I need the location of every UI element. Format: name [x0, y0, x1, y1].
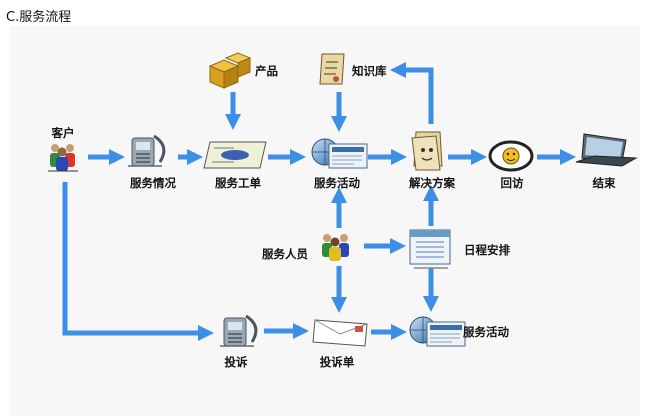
node-label-service-info: 服务情况: [130, 176, 176, 190]
boxes-icon: [208, 52, 252, 89]
node-label-complaint: 投诉: [224, 355, 248, 369]
arrow-customer-to-complaint: [62, 182, 215, 341]
envelope-icon: [312, 319, 368, 347]
laptop-icon: [575, 133, 638, 167]
node-label-knowledge-base: 知识库: [352, 64, 387, 78]
people-icon: [322, 234, 349, 261]
node-label-solution: 解决方案: [409, 176, 455, 190]
document-icon: [203, 141, 267, 169]
node-label-service-activity: 服务活动: [314, 176, 360, 190]
globe-doc-icon: [311, 138, 368, 169]
face-icon: [488, 140, 534, 172]
node-label-product: 产品: [255, 64, 278, 78]
calendar-icon: [409, 229, 451, 269]
paper-stack-icon: [411, 131, 443, 171]
people-icon: [48, 144, 78, 172]
diagram-canvas: [10, 26, 640, 416]
node-label-revisit: 回访: [500, 176, 524, 190]
node-label-service-activity-2: 服务活动: [463, 325, 509, 339]
node-label-customer: 客户: [51, 126, 75, 140]
page-title: C.服务流程: [6, 10, 72, 25]
globe-doc-icon: [409, 316, 466, 347]
arrow-solution-to-knowledge: [389, 62, 434, 124]
phone-icon: [220, 314, 258, 347]
phone-icon: [128, 134, 166, 167]
node-label-schedule: 日程安排: [464, 243, 510, 257]
node-label-end: 结束: [592, 176, 616, 190]
scroll-icon: [319, 53, 345, 85]
node-label-service-staff: 服务人员: [262, 247, 308, 261]
node-label-complaint-form: 投诉单: [319, 355, 355, 369]
node-label-work-order: 服务工单: [215, 176, 261, 190]
